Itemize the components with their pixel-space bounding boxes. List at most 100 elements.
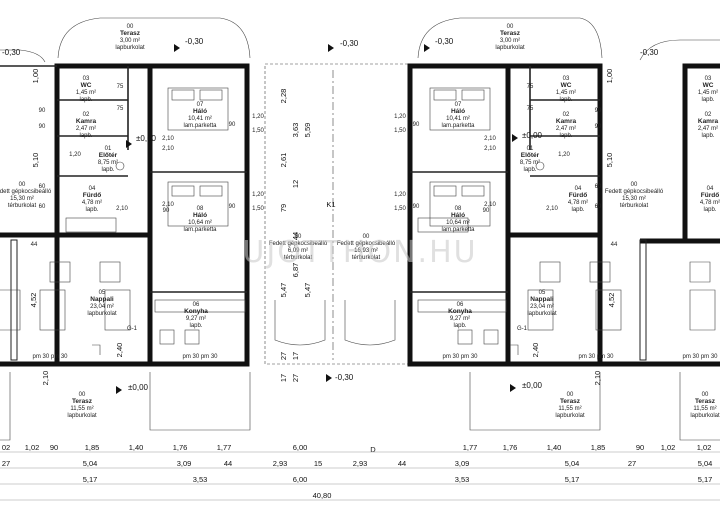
- dim-row1-0: 02: [2, 443, 10, 452]
- room-floor-finish: lam.parketta: [441, 123, 475, 129]
- dim-c60: 60: [39, 184, 46, 190]
- dim-c120: 1,20: [252, 192, 264, 198]
- dim-row2-0: 27: [2, 459, 10, 468]
- room-floor-finish: térburkolat: [352, 255, 381, 261]
- room-floor-finish: lapb.: [79, 133, 92, 139]
- dim-c150: 1,50: [394, 206, 406, 212]
- room-number: 00: [363, 234, 370, 240]
- room-floor-finish: lapb.: [559, 133, 572, 139]
- room-number: 07: [455, 102, 462, 108]
- room-name: Fürdő: [83, 192, 101, 199]
- site-outlines: [0, 17, 720, 441]
- vertical-dim-1: 3,63: [291, 123, 300, 138]
- section-markers: [116, 44, 518, 394]
- room-number: 00: [79, 392, 86, 398]
- room-name: Kamra: [698, 118, 719, 125]
- room-number: 03: [563, 76, 570, 82]
- dim-c210: 2,10: [162, 202, 174, 208]
- dim-row3-4: 5,17: [565, 475, 580, 484]
- dim-row1-7: 6,00: [293, 443, 308, 452]
- left-unit-walls: [0, 63, 250, 367]
- room-name: Konyha: [184, 308, 208, 315]
- vertical-dim-13: 27: [291, 374, 300, 382]
- room-area: 2,47 m²: [698, 126, 718, 132]
- dim-c90: 90: [229, 122, 236, 128]
- vertical-dim-8: 5,47: [279, 283, 288, 298]
- room-number: 01: [105, 146, 112, 152]
- vertical-dim-12: 17: [279, 374, 288, 382]
- dim-window: pm 30 pm 30: [442, 354, 478, 360]
- dim-c120: 1,20: [252, 114, 264, 120]
- room-number: 06: [193, 302, 200, 308]
- dim-row2-2: 3,09: [177, 459, 192, 468]
- room-name: Háló: [193, 212, 207, 219]
- room-area: 23,04 m²: [530, 304, 554, 310]
- room-floor-finish: lapburkolat: [67, 413, 97, 419]
- dim-row3-2: 6,00: [293, 475, 308, 484]
- room-number: 02: [83, 112, 90, 118]
- dim-c210: 2,10: [116, 206, 128, 212]
- room-area: 15,30 m²: [10, 196, 34, 202]
- room-area: 3,00 m²: [500, 38, 520, 44]
- dim-row3-3: 3,53: [455, 475, 470, 484]
- dim-row1-8: 1,77: [463, 443, 478, 452]
- room-floor-finish: lam.parketta: [441, 227, 475, 233]
- vertical-dim-11: 17: [291, 352, 300, 360]
- dim-c210: 2,10: [546, 206, 558, 212]
- dim-c210: 2,10: [41, 371, 50, 386]
- room-floor-finish: lam.parketta: [183, 123, 217, 129]
- vertical-dim-6: 44: [291, 232, 300, 240]
- room-number: 02: [563, 112, 570, 118]
- axis-label: K1: [326, 200, 335, 209]
- level-top-3: -0,30: [340, 39, 359, 48]
- vertical-dim-0: 2,28: [279, 89, 288, 104]
- dim-c90: 90: [595, 108, 602, 114]
- room-area: 4,78 m²: [568, 200, 588, 206]
- room-number: 03: [83, 76, 90, 82]
- dim-row2-8: 3,09: [455, 459, 470, 468]
- dim-row1-13: 1,02: [661, 443, 676, 452]
- dim-c60: 60: [39, 204, 46, 210]
- room-name: Előtér: [521, 152, 540, 159]
- room-number: 01: [527, 146, 534, 152]
- room-floor-finish: lapb.: [701, 133, 714, 139]
- dim-c60: 60: [595, 184, 602, 190]
- room-number: 06: [457, 302, 464, 308]
- room-area: 6,09 m²: [288, 248, 308, 254]
- dim-c240: 2,40: [531, 343, 540, 358]
- room-name: Előtér: [99, 152, 118, 159]
- room-floor-finish: lapb.: [79, 97, 92, 103]
- dim-row1-14: 1,02: [697, 443, 712, 452]
- room-floor-finish: lapburkolat: [495, 45, 525, 51]
- dim-row1-2: 90: [50, 443, 58, 452]
- room-number: 04: [575, 186, 582, 192]
- dim-row3-5: 5,17: [698, 475, 713, 484]
- room-number: 00: [631, 182, 638, 188]
- vertical-dim-7: 6,87: [291, 263, 300, 278]
- room-floor-finish: lapb.: [523, 167, 536, 173]
- room-area: 10,41 m²: [446, 116, 470, 122]
- room-floor-finish: térburkolat: [620, 203, 649, 209]
- dim-row2-3: 44: [224, 459, 232, 468]
- dim-row1-10: 1,40: [547, 443, 562, 452]
- dimension-chain-lines: [0, 451, 720, 501]
- level-top-4: -0,30: [435, 37, 454, 46]
- room-area: 3,00 m²: [120, 38, 140, 44]
- dim-row2-11: 5,04: [698, 459, 713, 468]
- room-name: Háló: [193, 108, 207, 115]
- room-number: 08: [455, 206, 462, 212]
- room-name: Konyha: [448, 308, 472, 315]
- room-area: 10,41 m²: [188, 116, 212, 122]
- level-labels: -0,30 -0,30 -0,30 -0,30 -0,30 -0,30 ±0,0…: [2, 37, 659, 392]
